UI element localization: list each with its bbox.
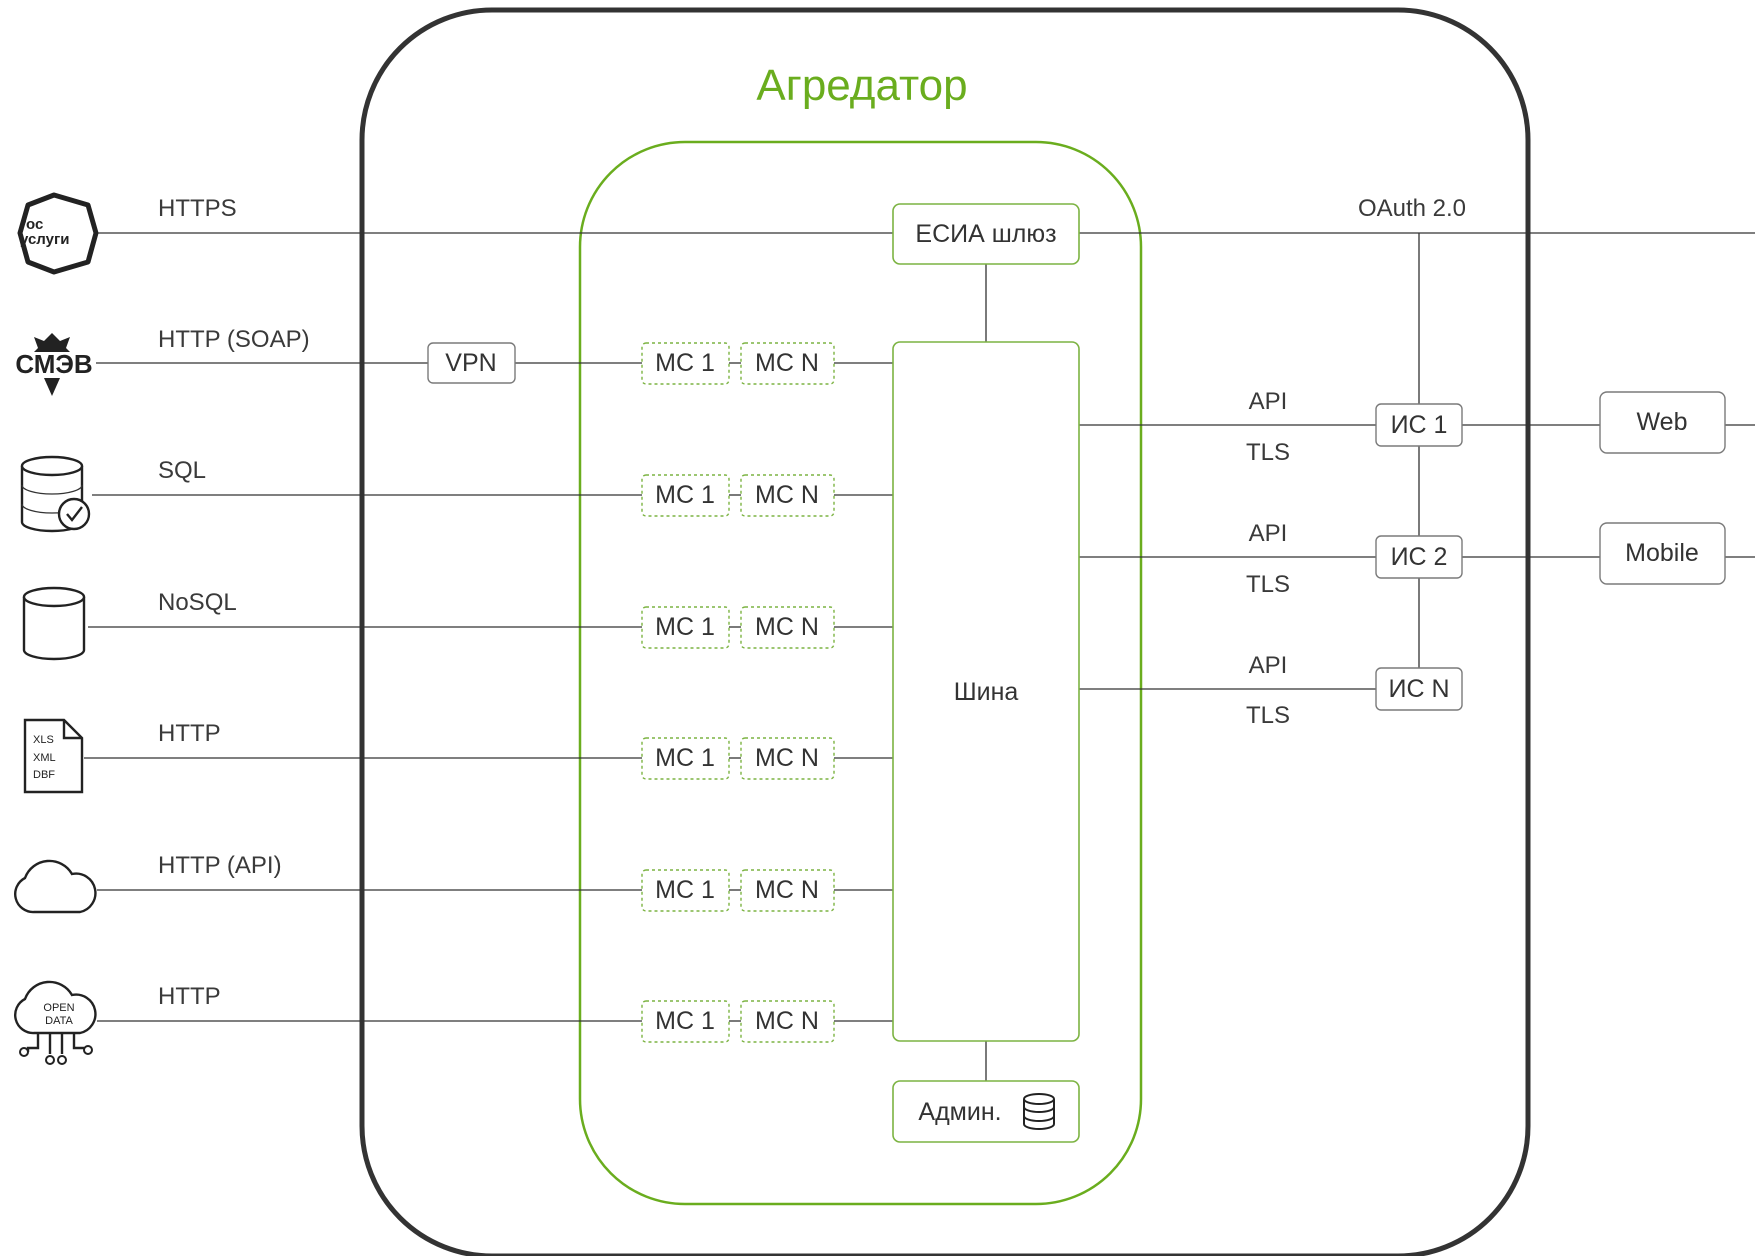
gosuslugi-text: услуги (20, 231, 69, 248)
bus-box: Шина (892, 341, 1080, 1042)
is-label: ИС 1 (1391, 411, 1448, 439)
esia-label: ЕСИА шлюз (915, 220, 1056, 248)
protocol-label: HTTPS (158, 195, 237, 222)
database-check-icon (20, 455, 91, 533)
api-label: API (1249, 388, 1288, 415)
ms-first-label: МС 1 (655, 1007, 715, 1035)
aggregator-frame (359, 7, 1531, 1256)
ms-last-label: МС N (755, 481, 819, 509)
ms-first-label: МС 1 (655, 744, 715, 772)
file-type-text: XML (33, 752, 56, 764)
file-type-text: DBF (33, 769, 55, 781)
is-box-2: ИС 2 (1375, 535, 1463, 579)
ms-row-4: МС 1 МС N (641, 737, 835, 780)
esia-gateway-box: ЕСИА шлюз (892, 203, 1080, 265)
protocol-label: NoSQL (158, 589, 237, 616)
protocol-label: HTTP (158, 720, 221, 747)
open-data-cloud-icon: OPEN DATA (14, 980, 97, 1065)
open-data-text: OPEN (43, 1002, 74, 1014)
oauth-label: OAuth 2.0 (1358, 195, 1466, 222)
ms-last-label: МС N (755, 613, 819, 641)
is-label: ИС N (1388, 675, 1449, 703)
protocol-label: HTTP (SOAP) (158, 326, 310, 353)
bus-label: Шина (954, 678, 1019, 706)
ms-first-label: МС 1 (655, 613, 715, 641)
ms-row-3: МС 1 МС N (641, 606, 835, 649)
gosuslugi-icon: гос услуги (17, 192, 99, 275)
protocol-label: HTTP (158, 983, 221, 1010)
ms-last-label: МС N (755, 876, 819, 904)
is-label: ИС 2 (1391, 543, 1448, 571)
ms-row-1: МС 1 МС N (641, 342, 835, 385)
database-icon (22, 586, 86, 661)
web-label: Web (1637, 408, 1688, 436)
admin-database-icon (1023, 1093, 1055, 1130)
ms-connectors (729, 362, 893, 1022)
cloud-icon (14, 859, 97, 914)
ms-last-label: МС N (755, 744, 819, 772)
api-label: API (1249, 652, 1288, 679)
vpn-label: VPN (445, 349, 496, 377)
is-box-n: ИС N (1375, 667, 1463, 711)
tls-label: TLS (1246, 439, 1290, 466)
services-container (578, 140, 1143, 1206)
ms-first-label: МС 1 (655, 349, 715, 377)
open-data-text: DATA (45, 1015, 73, 1027)
smev-icon: СМЭВ (14, 333, 94, 396)
ms-last-label: МС N (755, 1007, 819, 1035)
ms-row-2: МС 1 МС N (641, 474, 835, 517)
mobile-label: Mobile (1625, 539, 1699, 567)
ms-row-5: МС 1 МС N (641, 869, 835, 912)
ms-last-label: МС N (755, 349, 819, 377)
protocol-label: SQL (158, 457, 206, 484)
smev-text: СМЭВ (15, 349, 92, 379)
api-label: API (1249, 520, 1288, 547)
web-client-box: Web (1599, 391, 1726, 454)
is-box-1: ИС 1 (1375, 403, 1463, 447)
vpn-box: VPN (427, 342, 516, 384)
aggregator-title: Агредатор (756, 61, 967, 110)
file-document-icon: XLS XML DBF (23, 718, 84, 794)
ms-row-6: МС 1 МС N (641, 1000, 835, 1043)
gosuslugi-text: гос (20, 216, 43, 233)
ms-first-label: МС 1 (655, 876, 715, 904)
tls-label: TLS (1246, 702, 1290, 729)
file-type-text: XLS (33, 734, 54, 746)
ms-first-label: МС 1 (655, 481, 715, 509)
admin-label: Админ. (918, 1098, 1001, 1126)
admin-box: Админ. (892, 1080, 1080, 1143)
mobile-client-box: Mobile (1599, 522, 1726, 585)
tls-label: TLS (1246, 571, 1290, 598)
protocol-label: HTTP (API) (158, 852, 282, 879)
